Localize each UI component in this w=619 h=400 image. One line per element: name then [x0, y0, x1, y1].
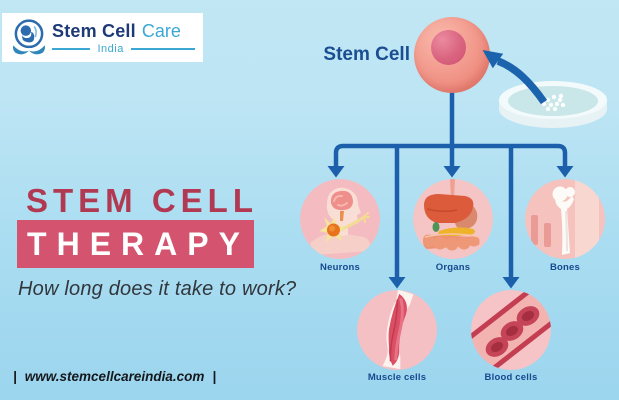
- logo: Stem Cell Care India: [2, 13, 203, 62]
- node-label-bones: Bones: [549, 262, 581, 273]
- cell-nucleus: [431, 30, 466, 65]
- tagline-rule-right: [130, 47, 195, 50]
- therapy-banner: THERAPY: [17, 220, 254, 268]
- stem-cell-label: Stem Cell: [323, 44, 410, 65]
- node-label-blood-cells: Blood cells: [484, 372, 538, 383]
- stem-cell-title: STEM CELL: [26, 182, 258, 219]
- transfer-arrow-icon: [482, 50, 548, 105]
- footer: | www.stemcellcareindia.com |: [13, 369, 216, 384]
- footer-separator-left: |: [13, 369, 17, 384]
- blood-cells-illustration: [471, 290, 551, 370]
- brand-name-secondary: Care: [141, 20, 181, 41]
- stem-cell-illustration: [414, 17, 490, 93]
- tagline-rule-left: [52, 47, 91, 50]
- website-url: www.stemcellcareindia.com: [24, 369, 205, 384]
- brand-name: Stem Cell: [52, 20, 136, 41]
- fetus-in-hands-icon: [12, 18, 46, 54]
- organs-illustration: [413, 179, 493, 259]
- therapy-title: THERAPY: [27, 225, 250, 262]
- node-blood-cells: [471, 290, 551, 370]
- node-neurons: [300, 179, 380, 259]
- node-muscle-cells: [357, 290, 437, 370]
- node-organs: [413, 179, 493, 259]
- node-label-organs: Organs: [435, 262, 471, 273]
- bones-illustration: [525, 179, 605, 259]
- footer-separator-right: |: [212, 369, 217, 384]
- muscle-cells-illustration: [357, 290, 437, 370]
- node-label-muscle-cells: Muscle cells: [367, 372, 427, 383]
- node-label-neurons: Neurons: [320, 262, 360, 273]
- petri-dish-icon: [499, 81, 607, 128]
- brand-tagline: India: [97, 42, 124, 55]
- question-text: How long does it take to work?: [18, 278, 297, 300]
- neurons-illustration: [300, 179, 380, 259]
- node-bones: [525, 179, 605, 259]
